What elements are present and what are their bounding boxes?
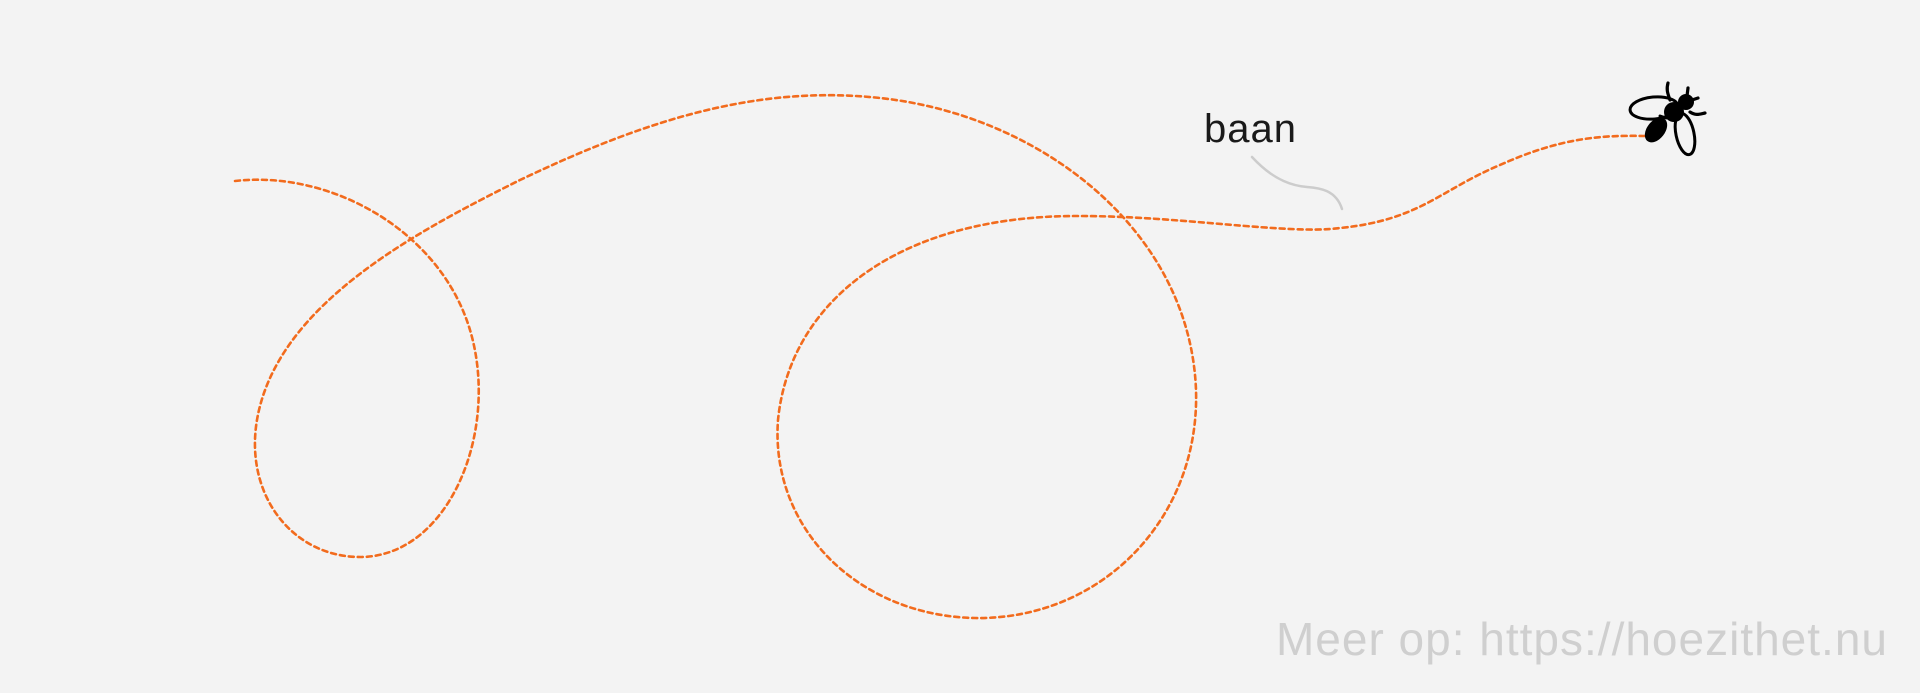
footer-url: Meer op: https://hoezithet.nu <box>1275 613 1888 665</box>
fly-icon <box>1628 81 1707 157</box>
label-leader-line <box>1250 155 1344 211</box>
path-label: baan <box>1204 107 1297 151</box>
fly-trajectory-path <box>233 93 1647 620</box>
